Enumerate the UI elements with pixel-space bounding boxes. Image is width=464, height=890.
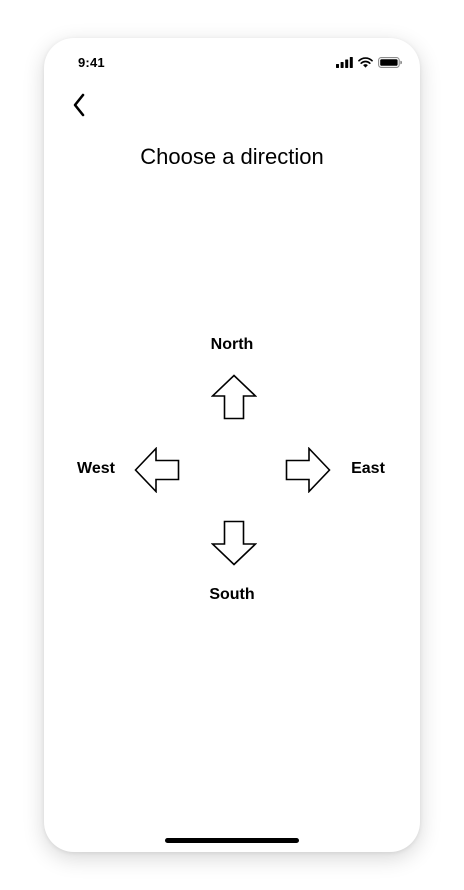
- back-button[interactable]: [64, 88, 94, 122]
- east-label: East: [351, 460, 385, 477]
- page-title: Choose a direction: [140, 144, 324, 169]
- arrow-right-icon[interactable]: [285, 446, 331, 494]
- west-label: West: [77, 460, 115, 477]
- phone-frame: 9:41: [44, 38, 420, 852]
- north-label: North: [210, 336, 254, 353]
- battery-icon: [378, 56, 403, 68]
- status-icons: [336, 56, 403, 68]
- status-bar: 9:41: [44, 38, 420, 88]
- wifi-icon: [358, 56, 373, 68]
- arrow-down-icon[interactable]: [210, 520, 258, 566]
- status-time: 9:41: [78, 55, 105, 70]
- cellular-signal-icon: [336, 56, 353, 68]
- arrow-left-icon[interactable]: [134, 446, 180, 494]
- south-label: South: [209, 586, 255, 603]
- chevron-left-icon: [71, 92, 87, 118]
- arrow-up-icon[interactable]: [210, 374, 258, 420]
- home-indicator[interactable]: [165, 838, 299, 843]
